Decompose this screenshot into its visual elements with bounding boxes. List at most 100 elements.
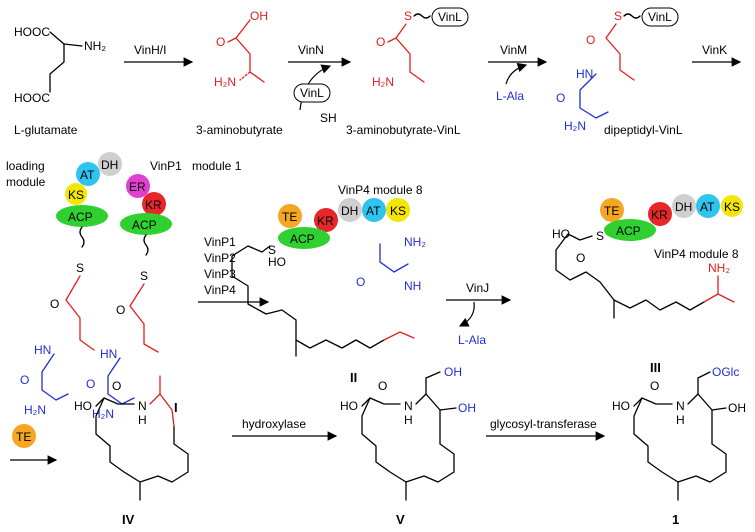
III-domain-te	[600, 198, 624, 222]
I-s-label-2: S	[140, 269, 148, 283]
loading-module-label-2: module	[6, 175, 46, 189]
loading-module-label-1: loading	[6, 159, 45, 173]
III-domain-kr	[648, 202, 672, 226]
aminobutyrate-nh2-label: H₂N	[214, 75, 236, 89]
III-domain-te-label: TE	[604, 204, 619, 218]
vinl-sh-carrier-label: VinL	[300, 86, 324, 100]
I-nh2-label-1: H₂N	[24, 403, 46, 417]
II-domain-te-label: TE	[282, 210, 297, 224]
dip-name: dipeptidyl-VinL	[604, 123, 683, 137]
domain-at-loading	[76, 162, 100, 186]
compound-IV-structure: HO O N H IV	[74, 375, 189, 527]
dip-nh2-label: H₂N	[564, 119, 586, 133]
III-domain-dh-label: DH	[675, 200, 692, 214]
III-domain-dh	[672, 194, 696, 218]
abv-wavy-bond	[413, 13, 431, 19]
compound-II-structure: VinP4 module 8 TE KR ACP DH AT KS HO S N…	[231, 183, 426, 385]
II-domain-kr	[314, 208, 338, 232]
dip-wavy-bond	[623, 13, 641, 19]
III-polyketide-chain	[555, 233, 705, 311]
II-ho-label: HO	[268, 255, 286, 269]
step-vink-label: VinK	[702, 43, 727, 57]
domain-dh-loading-label: DH	[101, 158, 118, 172]
II-domain-dh-label: DH	[341, 204, 358, 218]
I-o-label-1: O	[50, 297, 59, 311]
dipeptidyl-vinl-structure: S VinL O HN O H₂N dipeptidyl-VinL	[556, 7, 683, 137]
step-vinj-label: VinJ	[466, 281, 489, 295]
I-hn-label-1: HN	[34, 343, 51, 357]
lala-in-label: L-Ala	[496, 89, 524, 103]
V-n-label: N	[404, 399, 413, 413]
III-domain-kr-label: KR	[651, 208, 668, 222]
vinl-sh-label: SH	[320, 111, 337, 125]
domain-er-m1	[126, 174, 150, 198]
dip-blue-backbone	[579, 73, 609, 119]
dip-o2-label: O	[556, 91, 565, 105]
c1-amide	[633, 397, 673, 407]
aminobutyrate-carbonyl	[227, 37, 237, 43]
compound-1-label: 1	[672, 512, 679, 527]
III-o-label: O	[576, 251, 585, 265]
I-blue-chain-1	[41, 353, 69, 401]
I-o-label-2: O	[116, 303, 125, 317]
II-o-label: O	[356, 275, 365, 289]
abv-o-label: O	[376, 35, 385, 49]
enzyme-vinp4: VinP4	[204, 283, 236, 297]
step-vinm-label: VinM	[500, 43, 527, 57]
I-wavy-1	[79, 226, 85, 248]
c1-oh-label: OH	[728, 401, 746, 415]
c1-ring-top	[687, 393, 713, 427]
V-amide	[361, 397, 401, 407]
arrow-lala-in	[505, 62, 528, 85]
II-domain-at	[362, 198, 386, 222]
abv-carrier-label: VinL	[438, 10, 462, 24]
III-s-label: S	[596, 229, 604, 243]
domain-acp-m1-label: ACP	[132, 218, 157, 232]
II-domain-acp	[278, 227, 330, 249]
V-oh-side-label: OH	[458, 401, 476, 415]
step-hydroxylase-label: hydroxylase	[242, 417, 306, 431]
compound-1-structure: HO O N H OGlc OH 1	[612, 365, 746, 527]
I-wavy-2	[143, 234, 149, 256]
domain-at-loading-label: AT	[80, 168, 95, 182]
arrow-lala-out	[458, 301, 475, 327]
compound-III-structure: TE KR ACP DH AT KS VinP4 module 8 HO S O…	[552, 194, 743, 375]
compound-I-label: I	[174, 400, 178, 415]
III-domain-acp	[604, 219, 656, 241]
glutamate-backbone	[49, 31, 65, 93]
domain-acp-m1	[120, 213, 172, 235]
vinp1-label: VinP1	[150, 159, 182, 173]
vinl-sh-carrier-box	[293, 83, 331, 103]
II-domain-te	[278, 204, 302, 228]
compound-I-structure: S S O O HN HN O O H₂N H₂N I	[20, 226, 178, 421]
enzyme-vinp3: VinP3	[204, 267, 236, 281]
c1-oglc-label: OGlc	[712, 365, 739, 379]
V-ring-top	[415, 393, 441, 427]
glutamate-wedge	[63, 43, 83, 47]
aminobutyrate-name: 3-aminobutyrate	[196, 123, 283, 137]
I-red-chain-1	[65, 275, 95, 351]
I-o2-label-2: O	[86, 377, 95, 391]
abv-nh2-label: H₂N	[372, 75, 394, 89]
V-o-label: O	[378, 379, 387, 393]
II-header: VinP4 module 8	[338, 183, 423, 197]
II-domain-kr-label: KR	[317, 214, 334, 228]
I-nh2-label-2: H₂N	[92, 407, 114, 421]
c1-oh-bond	[711, 407, 727, 411]
abv-carrier-box	[431, 7, 469, 27]
c1-glc-linker	[697, 371, 711, 395]
aminobutyrate-backbone	[235, 19, 265, 83]
c1-o-label: O	[650, 379, 659, 393]
compound-V-structure: HO O N H OH OH V	[340, 365, 476, 527]
V-ho-label: HO	[340, 399, 358, 413]
II-red-segment	[383, 331, 415, 341]
aminobutyrate-hash	[239, 71, 251, 81]
compound-II-label: II	[350, 370, 357, 385]
IV-h-label: H	[138, 413, 147, 427]
dip-carrier-box	[641, 7, 679, 27]
dip-carrier-label: VinL	[648, 10, 672, 24]
te-cyclization-domain	[12, 424, 36, 448]
II-domain-acp-label: ACP	[290, 232, 315, 246]
II-polyketide-chain	[231, 245, 385, 349]
